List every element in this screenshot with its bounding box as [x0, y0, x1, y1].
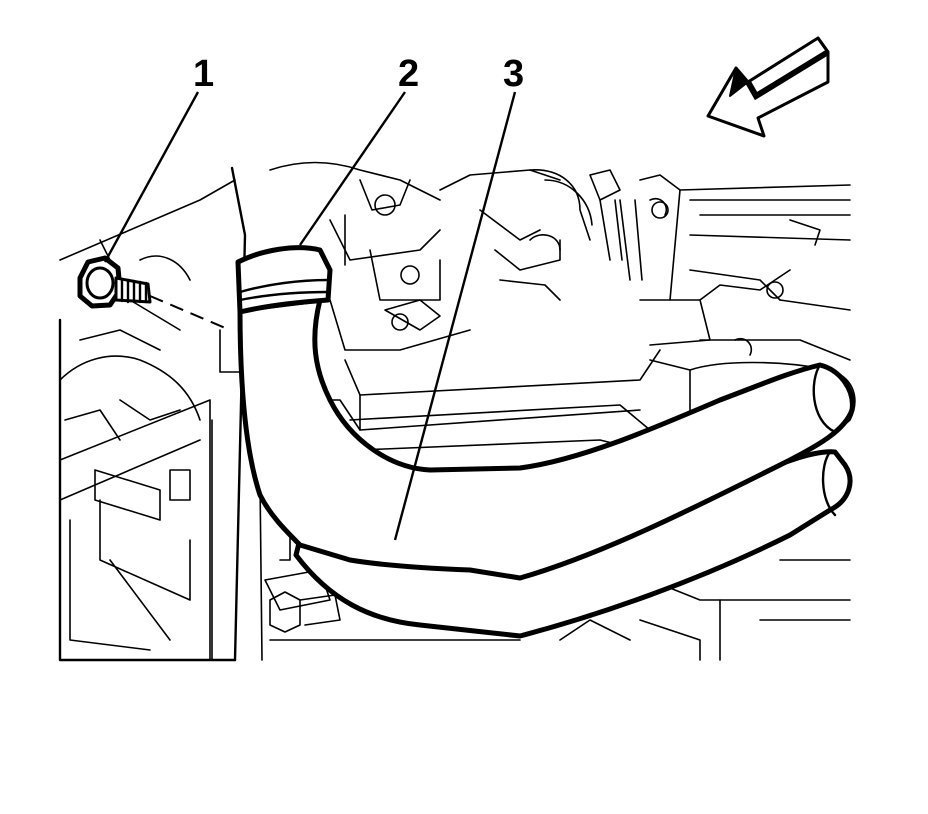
callout-2: 2: [398, 53, 419, 95]
hose-clamp: [235, 245, 333, 315]
front-direction-arrow-icon: [706, 36, 830, 138]
callout-1: 1: [193, 53, 214, 95]
radiator-hose: [237, 297, 855, 581]
callout-3: 3: [503, 53, 524, 95]
bolt: [77, 255, 231, 331]
callout-leaders: [103, 91, 517, 541]
